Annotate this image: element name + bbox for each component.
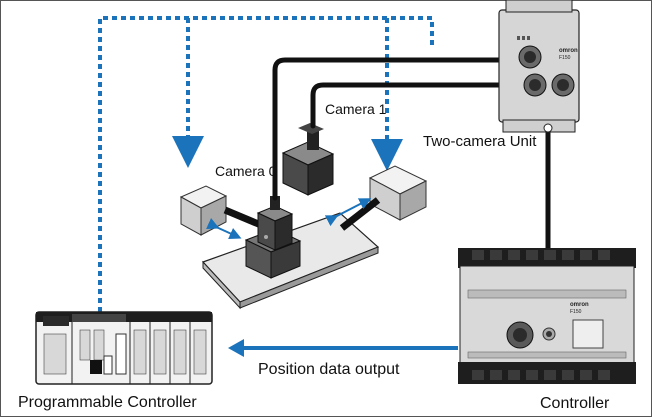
plc-to-unit-dotted-link bbox=[98, 16, 434, 312]
controller-device: omron F150 bbox=[458, 248, 636, 384]
position-data-output-label: Position data output bbox=[258, 361, 400, 378]
left-actuator bbox=[179, 185, 270, 239]
programmable-controller bbox=[35, 311, 213, 385]
programmable-controller-label: Programmable Controller bbox=[18, 394, 197, 411]
unit-model-text: F150 bbox=[559, 55, 571, 61]
camera-0-cable bbox=[272, 57, 523, 201]
two-camera-unit-label: Two-camera Unit bbox=[423, 133, 537, 150]
camera-0-label: Camera 0 bbox=[215, 163, 277, 179]
camera-1-cable bbox=[310, 82, 531, 129]
camera-1-label: Camera 1 bbox=[325, 101, 387, 117]
position-output-arrow bbox=[228, 339, 458, 357]
camera-0 bbox=[256, 196, 294, 251]
controller-label: Controller bbox=[540, 395, 610, 412]
right-actuator bbox=[324, 165, 428, 231]
unit-brand-text: omron bbox=[559, 48, 578, 54]
controller-model-text: F150 bbox=[570, 309, 582, 315]
two-camera-unit: omron F150 bbox=[498, 0, 580, 133]
controller-brand-text: omron bbox=[570, 302, 589, 308]
camera-1 bbox=[281, 123, 335, 196]
control-links bbox=[98, 16, 434, 312]
